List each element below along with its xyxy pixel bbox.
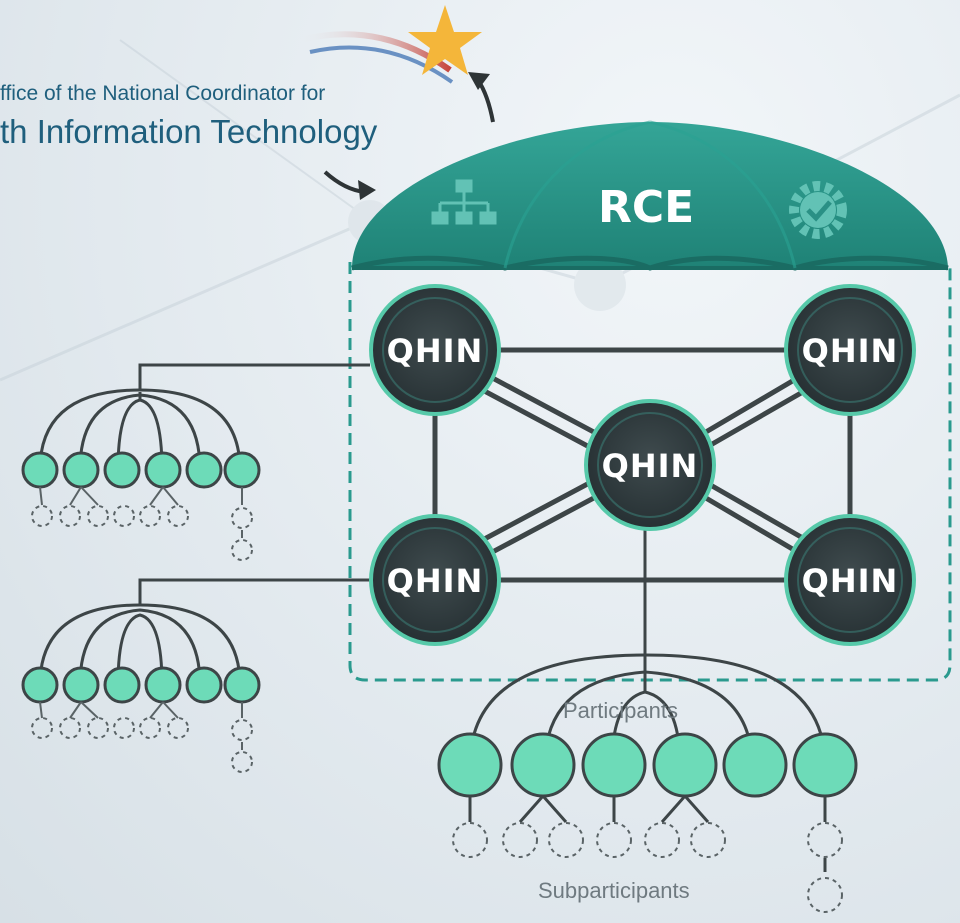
qhin-node-bottom-right: QHIN bbox=[784, 514, 916, 646]
qhin-label: QHIN bbox=[387, 562, 484, 600]
rce-boundary bbox=[348, 262, 952, 682]
qhin-node-bottom-left: QHIN bbox=[369, 514, 501, 646]
participant-node bbox=[223, 666, 261, 704]
participant-node bbox=[103, 451, 141, 489]
gear-check-icon bbox=[789, 181, 847, 239]
qhin-label: QHIN bbox=[602, 447, 699, 485]
header-line-1: ffice of the National Coordinator for bbox=[0, 82, 325, 105]
curved-arrow-icon bbox=[468, 72, 495, 123]
qhin-node-top-right: QHIN bbox=[784, 284, 916, 416]
qhin-node-top-left: QHIN bbox=[369, 284, 501, 416]
participants-caption: Participants bbox=[563, 698, 678, 723]
qhin-connections bbox=[138, 347, 858, 692]
header-line-2: th Information Technology bbox=[0, 113, 378, 150]
participant-node bbox=[437, 732, 503, 798]
qhin-label: QHIN bbox=[802, 562, 899, 600]
star-logo bbox=[299, 5, 482, 84]
participant-tree-upper-left bbox=[21, 388, 261, 561]
qhin-label: QHIN bbox=[387, 332, 484, 370]
participant-node bbox=[792, 732, 858, 798]
rce-umbrella: RCE bbox=[351, 120, 949, 271]
participant-node bbox=[21, 451, 59, 489]
participant-tree-lower-left bbox=[21, 603, 261, 773]
participant-node bbox=[185, 666, 223, 704]
participant-node bbox=[581, 732, 647, 798]
participant-node bbox=[652, 732, 718, 798]
participant-node bbox=[510, 732, 576, 798]
participant-node bbox=[62, 666, 100, 704]
participant-node bbox=[144, 666, 182, 704]
participant-tree-bottom: Participants Subparticipants bbox=[437, 653, 858, 913]
participant-node bbox=[62, 451, 100, 489]
org-chart-icon bbox=[431, 179, 497, 225]
participant-node bbox=[223, 451, 261, 489]
subparticipants-caption: Subparticipants bbox=[538, 878, 690, 903]
qhin-label: QHIN bbox=[802, 332, 899, 370]
participant-node bbox=[722, 732, 788, 798]
qhin-node-center: QHIN bbox=[584, 399, 716, 531]
participant-node bbox=[185, 451, 223, 489]
participant-node bbox=[21, 666, 59, 704]
participant-node bbox=[103, 666, 141, 704]
subparticipant-nodes bbox=[452, 822, 843, 913]
rce-label: RCE bbox=[598, 182, 694, 233]
curved-arrow-icon bbox=[323, 170, 376, 200]
star-icon bbox=[408, 5, 482, 75]
participant-node bbox=[144, 451, 182, 489]
